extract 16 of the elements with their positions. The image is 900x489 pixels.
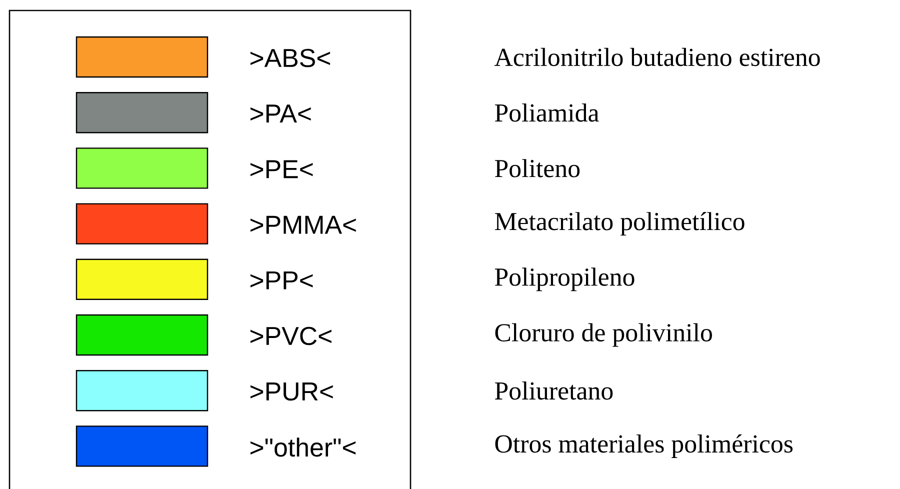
legend-text: >PA< bbox=[250, 104, 311, 122]
description-text: Acrilonitrilo butadieno estireno bbox=[494, 48, 820, 66]
description-text: Poliuretano bbox=[494, 381, 613, 400]
legend-text: >PP< bbox=[250, 271, 313, 290]
legend-text: >PVC< bbox=[250, 326, 332, 346]
description-text: Cloruro de polivinilo bbox=[495, 323, 712, 347]
legend-text: >PE< bbox=[250, 160, 313, 178]
description-text: Poliamida bbox=[494, 103, 599, 122]
legend-text: >"other"< bbox=[250, 438, 356, 457]
legend-text: >PUR< bbox=[250, 382, 333, 401]
legend-text: >PMMA< bbox=[250, 216, 356, 234]
legend-text: >ABS< bbox=[250, 48, 330, 68]
description-text: Otros materiales poliméricos bbox=[495, 434, 793, 458]
description-text: Polipropileno bbox=[494, 268, 634, 292]
description-text: Metacrilato polimetílico bbox=[494, 212, 744, 236]
description-text: Politeno bbox=[494, 159, 580, 178]
